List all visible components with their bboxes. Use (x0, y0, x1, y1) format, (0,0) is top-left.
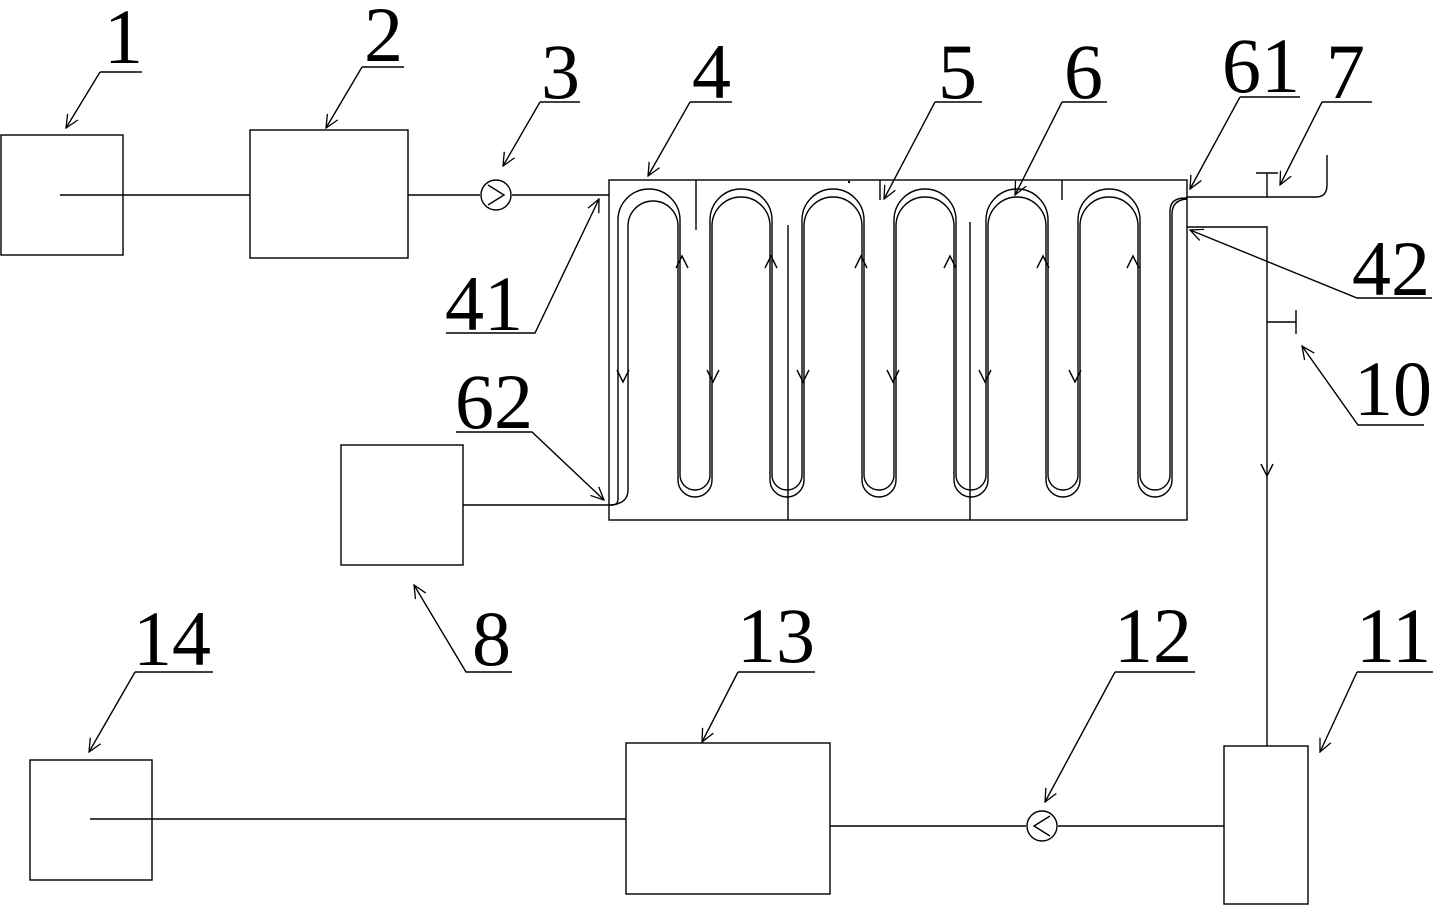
pump-3-icon (480, 179, 512, 211)
label-4: 4 (692, 28, 731, 115)
label-41: 41 (445, 260, 523, 347)
box-2 (249, 129, 409, 259)
box-4-tank (608, 179, 1188, 521)
label-13: 13 (737, 592, 815, 679)
label-2: 2 (364, 0, 403, 78)
label-6: 6 (1064, 28, 1103, 115)
valve-7-icon (1256, 172, 1278, 197)
serpentine-coil-inner (609, 188, 1187, 506)
label-12: 12 (1114, 592, 1192, 679)
outlet-pipe-61 (1187, 155, 1328, 198)
label-61: 61 (1222, 22, 1300, 109)
label-3: 3 (541, 28, 580, 115)
flow-arrows (616, 254, 1274, 478)
box-8 (340, 444, 464, 566)
pump-12-icon (1026, 810, 1058, 842)
box-14 (29, 759, 153, 881)
valve-10-icon (1267, 310, 1297, 334)
label-14: 14 (133, 595, 211, 682)
box-13 (625, 742, 831, 895)
label-5: 5 (938, 28, 977, 115)
label-1: 1 (104, 0, 143, 80)
label-62: 62 (455, 358, 533, 445)
return-pipe-42 (1187, 226, 1268, 746)
mark-dot (847, 180, 851, 184)
leader-lines (66, 66, 1433, 802)
label-7: 7 (1326, 28, 1365, 115)
label-8: 8 (472, 595, 511, 682)
label-10: 10 (1354, 345, 1432, 432)
box-11 (1223, 745, 1309, 905)
label-42: 42 (1352, 225, 1430, 312)
label-11: 11 (1356, 592, 1431, 679)
serpentine-coil-outer (609, 196, 1188, 506)
